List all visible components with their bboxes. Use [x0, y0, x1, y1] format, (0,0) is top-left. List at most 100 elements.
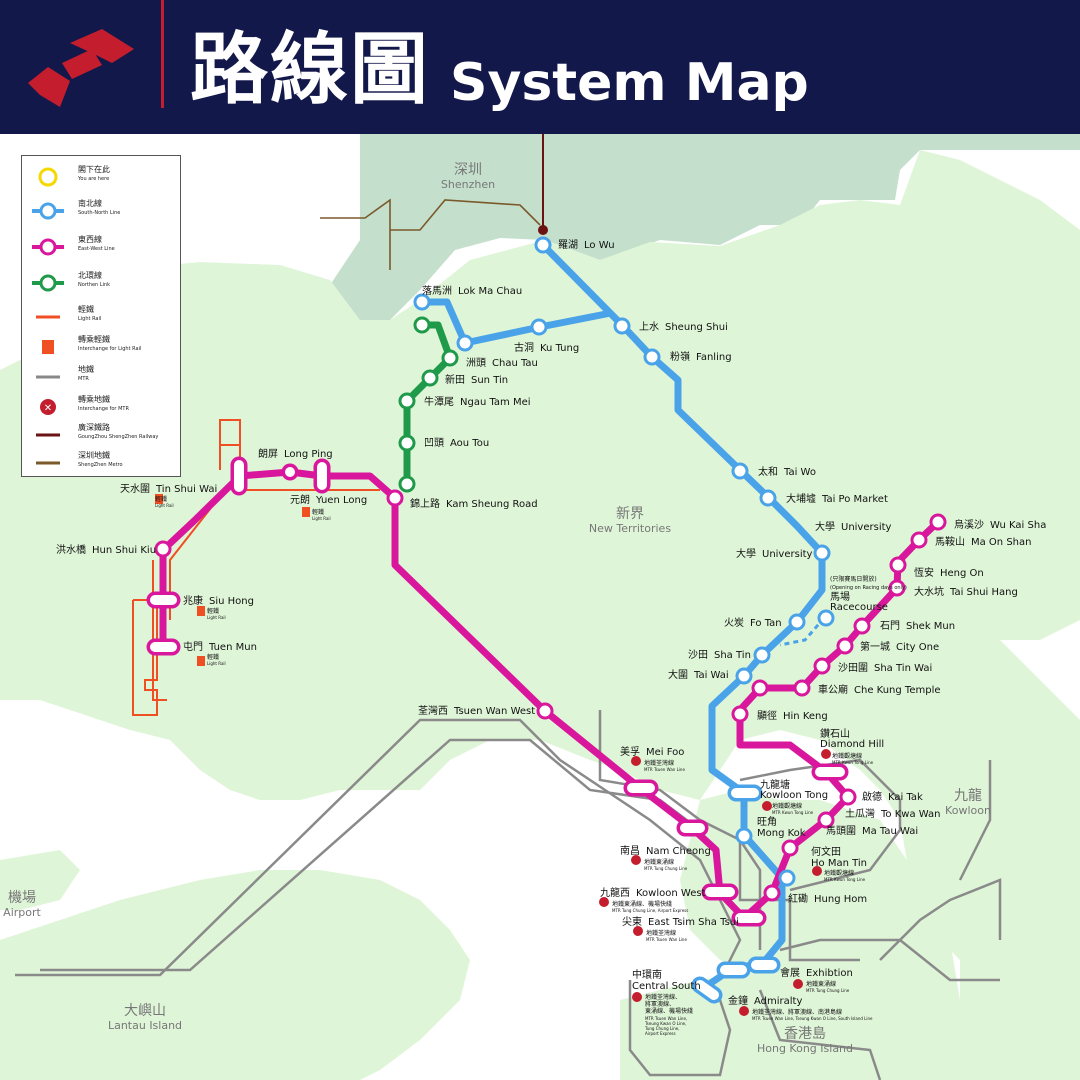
- station-kowloon-tong-en[interactable]: Kowloon Tong: [760, 790, 828, 801]
- station-dot-che-kung-temple[interactable]: [793, 679, 811, 697]
- station-dot-ma-on-shan[interactable]: [910, 531, 928, 549]
- station-central-south-zh[interactable]: 中環南: [632, 968, 662, 981]
- station-dot-chau-tau[interactable]: [441, 349, 459, 367]
- station-dot-mong-kok[interactable]: [735, 827, 753, 845]
- station-dot-wu-kai-sha[interactable]: [929, 513, 947, 531]
- station-dot-to-kwa-wan[interactable]: [817, 811, 835, 829]
- station-dot-sha-tin[interactable]: [753, 646, 771, 664]
- station-dot-tsuen-wan-west[interactable]: [536, 702, 554, 720]
- station-dot-ho-man-tin[interactable]: [781, 839, 799, 857]
- station-dot-ku-tung[interactable]: [530, 318, 548, 336]
- station-dot-shek-mun[interactable]: [853, 617, 871, 635]
- station-dot-kam-sheung-road-ew[interactable]: [386, 489, 404, 507]
- station-ho-man-tin-en[interactable]: Ho Man Tin: [811, 858, 867, 869]
- station-dot-ngau-tam-mei[interactable]: [398, 392, 416, 410]
- station-dot-heng-on[interactable]: [889, 556, 907, 574]
- station-dot-city-one[interactable]: [836, 637, 854, 655]
- station-dot-tai-shui-hang[interactable]: [888, 579, 906, 597]
- station-dot-hung-hom-sn[interactable]: [778, 869, 796, 887]
- station-dot-lok-ma-chau-nl[interactable]: [413, 316, 431, 334]
- station-dot-racecourse[interactable]: [817, 609, 835, 627]
- station-dot-tai-wai[interactable]: [735, 667, 753, 685]
- station-dot-hung-hom-ew[interactable]: [763, 884, 781, 902]
- station-dot-aou-tou[interactable]: [398, 434, 416, 452]
- station-dot-sheung-shui[interactable]: [613, 317, 631, 335]
- station-dot-kam-sheung-road[interactable]: [398, 475, 416, 493]
- mtr-interchange-icon: ✕: [40, 399, 56, 415]
- station-dot-tai-wai-ew[interactable]: [751, 679, 769, 697]
- station-racecourse-zh[interactable]: 馬場: [830, 590, 850, 603]
- station-diamond-hill-zh[interactable]: 鑽石山: [820, 727, 850, 740]
- station-mong-kok-zh[interactable]: 旺角: [757, 816, 777, 828]
- station-dot-tai-wo[interactable]: [731, 462, 749, 480]
- station-central-south-en[interactable]: Central South: [632, 981, 701, 992]
- station-racecourse-en[interactable]: Racecourse: [830, 602, 888, 613]
- station-dot-fanling[interactable]: [643, 348, 661, 366]
- ho-man-tin-ic-en: MTR Kwun Tong Line: [824, 877, 866, 882]
- station-dot-fo-tan[interactable]: [788, 613, 806, 631]
- station-dot-chau-tau-sn[interactable]: [456, 334, 474, 352]
- station-dot-sha-tin-wai[interactable]: [813, 657, 831, 675]
- station-dot-sun-tin[interactable]: [421, 369, 439, 387]
- light-rail-line-icon: [36, 315, 60, 319]
- station-ho-man-tin-zh[interactable]: 何文田: [811, 845, 841, 858]
- tin-shui-wai-lr-en: Light Rail: [155, 503, 174, 508]
- station-dot-lok-ma-chau[interactable]: [413, 293, 431, 311]
- station-dot-tai-po-market[interactable]: [759, 489, 777, 507]
- station-dot-kai-tak[interactable]: [839, 788, 857, 806]
- east-tst-ic-en: MTR Tsuen Wan Line: [646, 937, 687, 942]
- station-diamond-hill-en[interactable]: Diamond Hill: [820, 739, 884, 750]
- station-dot-lo-wu[interactable]: [534, 236, 552, 254]
- station-dot-hin-keng[interactable]: [731, 705, 749, 723]
- station-dot-hung-shui-kiu[interactable]: [154, 540, 172, 558]
- station-kowloon-tong-zh[interactable]: 九龍塘: [760, 778, 790, 791]
- station-mong-kok-en[interactable]: Mong Kok: [757, 828, 806, 839]
- station-dot-university[interactable]: [813, 544, 831, 562]
